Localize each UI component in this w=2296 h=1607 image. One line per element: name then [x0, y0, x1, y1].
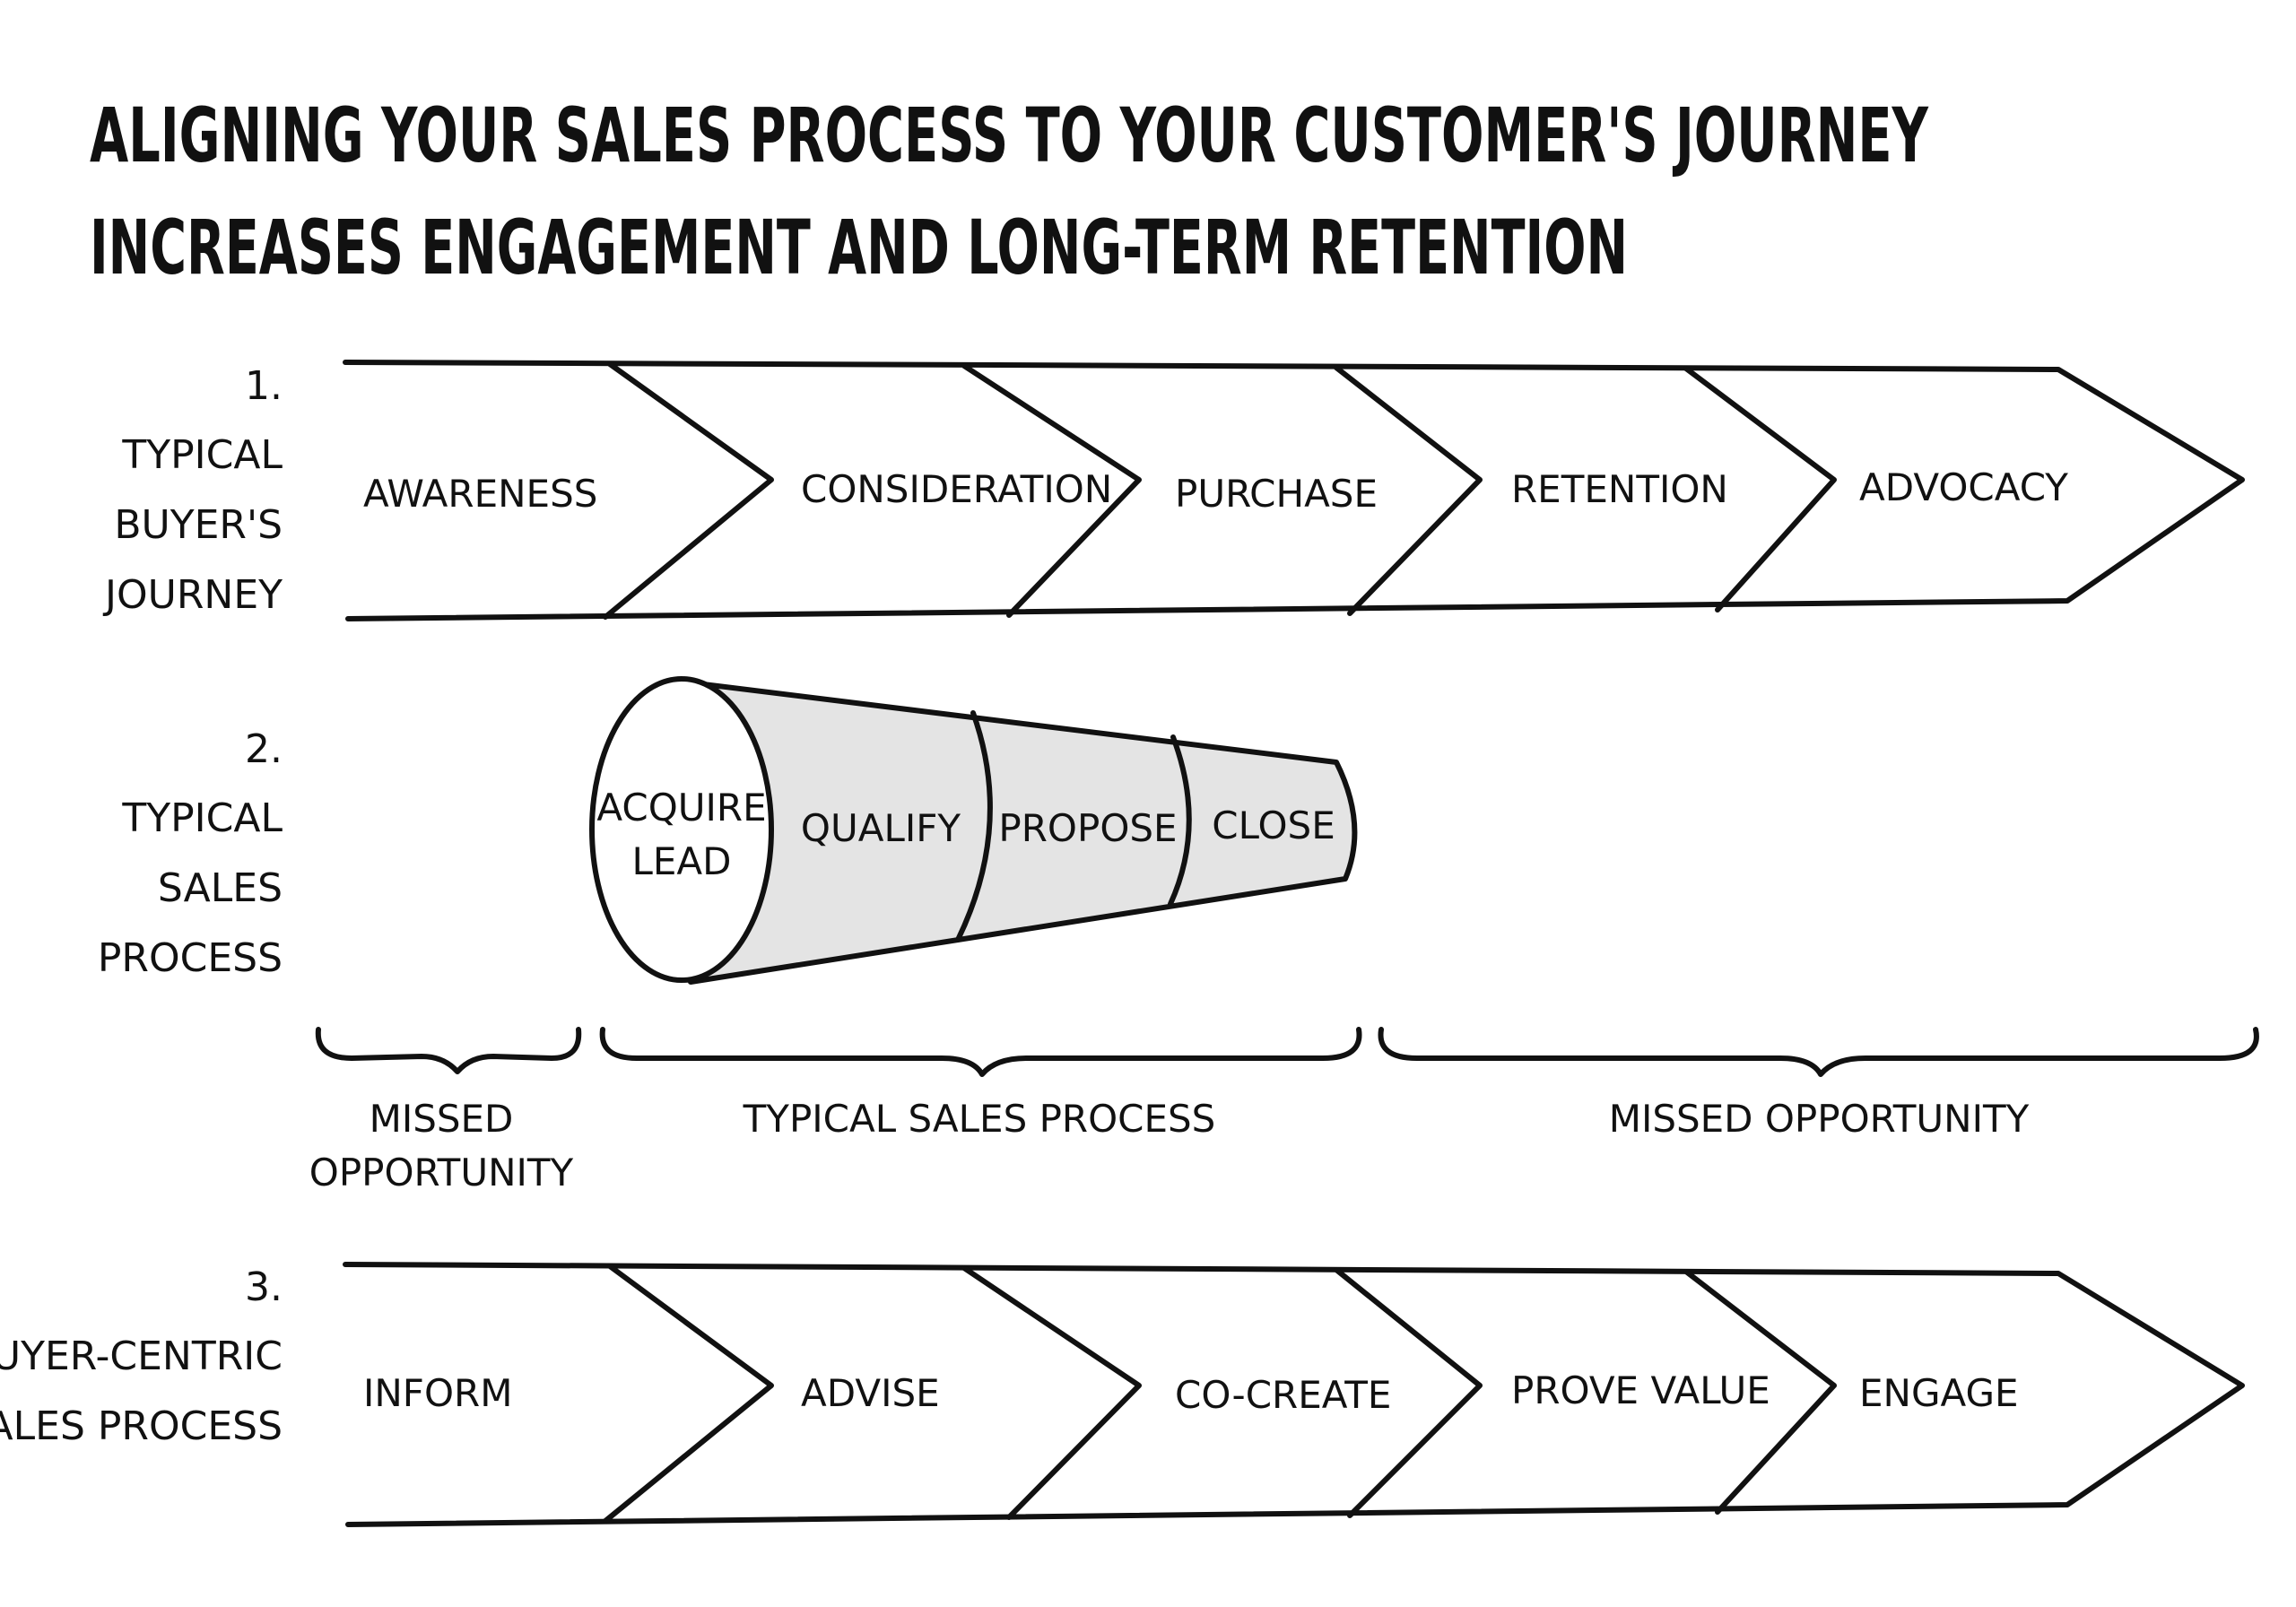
stage-co-create: CO-CREATE: [1175, 1373, 1391, 1417]
stage-acquire: ACQUIRE: [596, 786, 766, 830]
row-3-label-line-1: BUYER-CENTRIC: [0, 1333, 283, 1379]
title-line-1: ALIGNING YOUR SALES PROCESS TO YOUR CUST…: [90, 91, 1929, 179]
arrow-outline: [343, 1262, 2245, 1527]
brace-left: [315, 1027, 582, 1074]
brace-right-label: MISSED OPPORTUNITY: [1609, 1097, 2030, 1141]
stage-retention: RETENTION: [1511, 467, 1728, 511]
chevron-divider-1: [603, 361, 774, 620]
brace-right: [1378, 1027, 2259, 1077]
stage-purchase: PURCHASE: [1175, 472, 1378, 516]
brace-left-label-line-1: MISSED: [370, 1097, 514, 1141]
braces: MISSED OPPORTUNITY TYPICAL SALES PROCESS…: [309, 1027, 2259, 1194]
stage-advocacy: ADVOCACY: [1859, 465, 2068, 509]
arrow-outline: [343, 360, 2245, 621]
row-1-number: 1.: [245, 363, 283, 409]
stage-qualify: QUALIFY: [801, 806, 961, 850]
funnel-mouth: [589, 676, 774, 983]
buyer-centric-arrow: INFORM ADVISE CO-CREATE PROVE VALUE ENGA…: [343, 1262, 2245, 1527]
row-2-number: 2.: [245, 726, 283, 772]
stage-awareness: AWARENESS: [363, 472, 597, 516]
row-2-label-line-3: PROCESS: [98, 935, 283, 981]
brace-middle: [599, 1027, 1362, 1077]
stage-consideration: CONSIDERATION: [801, 467, 1112, 511]
buyer-journey-arrow: AWARENESS CONSIDERATION PURCHASE RETENTI…: [343, 360, 2245, 621]
funnel-divider-1: [955, 710, 993, 942]
title-line-2: INCREASES ENGAGEMENT AND LONG-TERM RETEN…: [90, 204, 1628, 291]
chevron-divider-3: [1334, 1267, 1483, 1518]
row-1-label: 1. TYPICAL BUYER'S JOURNEY: [102, 363, 283, 618]
title: ALIGNING YOUR SALES PROCESS TO YOUR CUST…: [90, 91, 1929, 291]
stage-inform: INFORM: [363, 1371, 512, 1415]
row-3-number: 3.: [245, 1264, 283, 1310]
row-1-label-line-1: TYPICAL: [121, 432, 283, 478]
row-2-label-line-1: TYPICAL: [121, 795, 283, 841]
stage-lead: LEAD: [631, 839, 731, 883]
stage-prove-value: PROVE VALUE: [1511, 1368, 1770, 1412]
stage-propose: PROPOSE: [998, 806, 1177, 850]
row-2-label: 2. TYPICAL SALES PROCESS: [98, 726, 283, 981]
funnel-divider-2: [1168, 734, 1192, 907]
chevron-divider-4: [1683, 366, 1837, 612]
stage-advise: ADVISE: [801, 1371, 940, 1415]
chevron-divider-1: [603, 1264, 774, 1524]
row-2-label-line-2: SALES: [158, 865, 283, 911]
row-3-label: 3. BUYER-CENTRIC SALES PROCESS: [0, 1264, 283, 1449]
chevron-divider-2: [961, 1265, 1142, 1520]
row-3-label-line-2: SALES PROCESS: [0, 1403, 283, 1449]
row-1-label-line-2: BUYER'S: [114, 502, 283, 548]
funnel-body: [679, 679, 1358, 985]
brace-left-label-line-2: OPPORTUNITY: [309, 1151, 574, 1194]
row-1-label-line-3: JOURNEY: [102, 572, 283, 618]
stage-close: CLOSE: [1212, 804, 1335, 847]
chevron-divider-2: [961, 363, 1142, 618]
chevron-divider-4: [1683, 1269, 1837, 1515]
sales-funnel: ACQUIRE LEAD QUALIFY PROPOSE CLOSE: [589, 676, 1358, 985]
brace-middle-label: TYPICAL SALES PROCESS: [743, 1097, 1216, 1141]
stage-engage: ENGAGE: [1859, 1371, 2019, 1415]
chevron-divider-3: [1334, 365, 1483, 616]
